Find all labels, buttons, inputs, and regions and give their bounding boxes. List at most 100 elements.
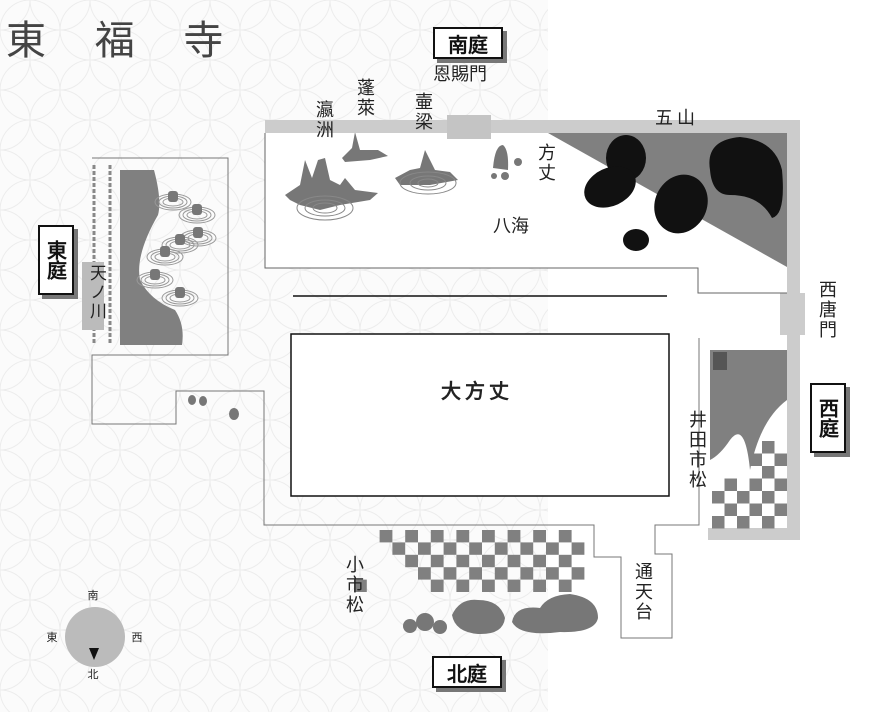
ripples xyxy=(296,171,457,221)
checker-square xyxy=(430,554,444,568)
hojo-label: 方丈 xyxy=(535,143,556,183)
west-dark-stone xyxy=(713,352,727,370)
checker-square xyxy=(418,567,431,580)
compass-west: 西 xyxy=(126,626,148,648)
west-garden-wall xyxy=(708,528,800,540)
checker-square xyxy=(749,503,762,516)
north-moss-clumps xyxy=(403,594,598,635)
checker-square xyxy=(456,579,470,592)
gozan-label: 五山 xyxy=(655,108,699,129)
checker-square xyxy=(520,542,534,555)
checker-square xyxy=(558,554,572,568)
checker-square xyxy=(469,567,482,580)
checker-square xyxy=(507,554,521,568)
checker-square xyxy=(737,491,750,504)
building-outline xyxy=(91,157,700,639)
checker-square xyxy=(712,491,725,504)
checker-square xyxy=(571,542,585,555)
island-rocks xyxy=(285,132,522,210)
compass-north: 北 xyxy=(82,663,104,685)
gozan-rocks xyxy=(584,135,783,251)
checker-square xyxy=(749,478,762,491)
checker-square xyxy=(774,453,787,466)
checker-square xyxy=(520,567,534,580)
west-checker xyxy=(712,441,787,529)
onshi-gate-block[interactable] xyxy=(447,115,491,139)
checker-square xyxy=(456,554,470,568)
checker-square xyxy=(571,567,585,580)
daihojo-building[interactable] xyxy=(290,333,670,497)
eishu-label: 瀛洲 xyxy=(313,100,334,140)
checker-square xyxy=(418,542,431,555)
saitomon-gate-block[interactable] xyxy=(780,293,805,335)
north-checker xyxy=(354,530,585,592)
checker-square xyxy=(405,530,418,543)
onshi-gate-label: 恩賜門 xyxy=(433,64,487,85)
north-garden-label[interactable]: 北庭 xyxy=(432,656,502,688)
checker-square xyxy=(762,491,775,504)
checker-square xyxy=(494,542,508,555)
checker-square xyxy=(443,542,457,555)
checker-square xyxy=(737,516,750,529)
amanogawa-label: 天ノ川 xyxy=(82,262,106,330)
checker-square xyxy=(712,516,725,529)
stone xyxy=(193,227,203,238)
saitomon-label: 西唐門 xyxy=(816,280,837,340)
south-garden-label[interactable]: 南庭 xyxy=(433,27,503,59)
checker-square xyxy=(762,516,775,529)
compass-arrow-icon xyxy=(89,648,99,660)
checker-square xyxy=(533,579,546,592)
small-stones xyxy=(188,395,239,420)
checker-square xyxy=(533,530,546,543)
checker-square xyxy=(354,579,367,592)
checker-square xyxy=(469,542,482,555)
checker-square xyxy=(749,453,762,466)
stone xyxy=(160,246,170,257)
south-wall xyxy=(265,120,800,133)
checker-square xyxy=(546,567,559,580)
daihojo-label: 大方丈 xyxy=(441,379,513,403)
checker-square xyxy=(762,441,775,454)
checker-square xyxy=(546,542,559,555)
checker-square xyxy=(482,554,495,568)
stone xyxy=(175,287,185,298)
checker-square xyxy=(774,478,787,491)
page-title: 東 福 寺 xyxy=(6,18,242,64)
checker-square xyxy=(379,530,393,543)
horai-label: 蓬萊 xyxy=(354,78,375,118)
south-garden-border xyxy=(264,133,787,294)
stone xyxy=(175,234,185,245)
checker-square xyxy=(724,503,737,516)
checker-square xyxy=(774,503,787,516)
ko-ichimatsu-label: 小市松 xyxy=(343,555,364,615)
checker-square xyxy=(392,542,406,555)
checker-square xyxy=(430,530,444,543)
checker-square xyxy=(482,530,495,543)
stone xyxy=(150,269,160,280)
checker-square xyxy=(558,530,572,543)
east-garden-label[interactable]: 東庭 xyxy=(38,225,74,295)
checker-square xyxy=(533,554,546,568)
tsutenkyo-label: 通天台 xyxy=(632,562,653,622)
east-moss xyxy=(120,170,183,345)
koryo-label: 壷梁 xyxy=(412,92,433,132)
checker-square xyxy=(507,579,521,592)
checker-square xyxy=(558,579,572,592)
checker-square xyxy=(456,530,470,543)
checker-square xyxy=(430,579,444,592)
hakkai-label: 八海 xyxy=(493,216,529,237)
east-stones xyxy=(136,191,217,307)
west-garden-label[interactable]: 西庭 xyxy=(810,383,846,453)
checker-square xyxy=(507,530,521,543)
checker-square xyxy=(762,466,775,479)
checker-square xyxy=(482,579,495,592)
checker-square xyxy=(443,567,457,580)
compass-south: 南 xyxy=(82,584,104,606)
compass-disc xyxy=(65,607,125,667)
seiden-ichimatsu-label: 井田市松 xyxy=(686,410,707,490)
checker-square xyxy=(494,567,508,580)
stone xyxy=(168,191,178,202)
checker-square xyxy=(724,478,737,491)
